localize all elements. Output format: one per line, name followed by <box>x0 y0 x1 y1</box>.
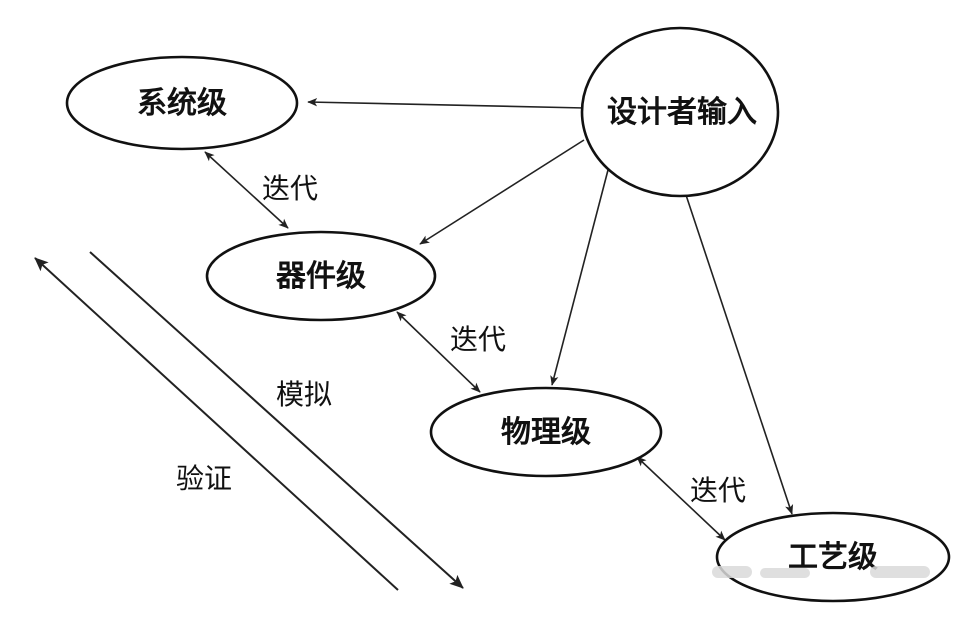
edge-input-to-process <box>684 191 794 515</box>
edge-input-to-system <box>307 98 586 109</box>
node-physical-label: 物理级 <box>501 415 591 450</box>
node-designer-input: 设计者输入 <box>580 26 780 198</box>
node-device: 器件级 <box>205 230 437 322</box>
verification-label: 验证 <box>176 462 232 495</box>
edge-device-physical-iter <box>396 311 481 393</box>
simulation-arrow <box>89 251 464 589</box>
node-designer-input-label: 设计者输入 <box>607 95 757 130</box>
watermark-blur <box>712 566 930 578</box>
edge-input-to-physical <box>550 169 609 386</box>
edge-input-to-device <box>419 139 585 245</box>
iteration-label-1: 迭代 <box>262 172 318 205</box>
node-system: 系统级 <box>65 55 299 151</box>
verification-arrow <box>34 257 399 591</box>
edge-system-device-iter <box>204 151 289 229</box>
iteration-label-2: 迭代 <box>450 323 506 356</box>
edge-physical-process-iter <box>636 456 726 541</box>
simulation-label: 模拟 <box>276 378 332 411</box>
iteration-label-3: 迭代 <box>690 474 746 507</box>
node-system-label: 系统级 <box>137 86 227 121</box>
node-process: 工艺级 <box>715 511 951 603</box>
node-physical: 物理级 <box>429 386 663 478</box>
node-device-label: 器件级 <box>275 259 366 294</box>
